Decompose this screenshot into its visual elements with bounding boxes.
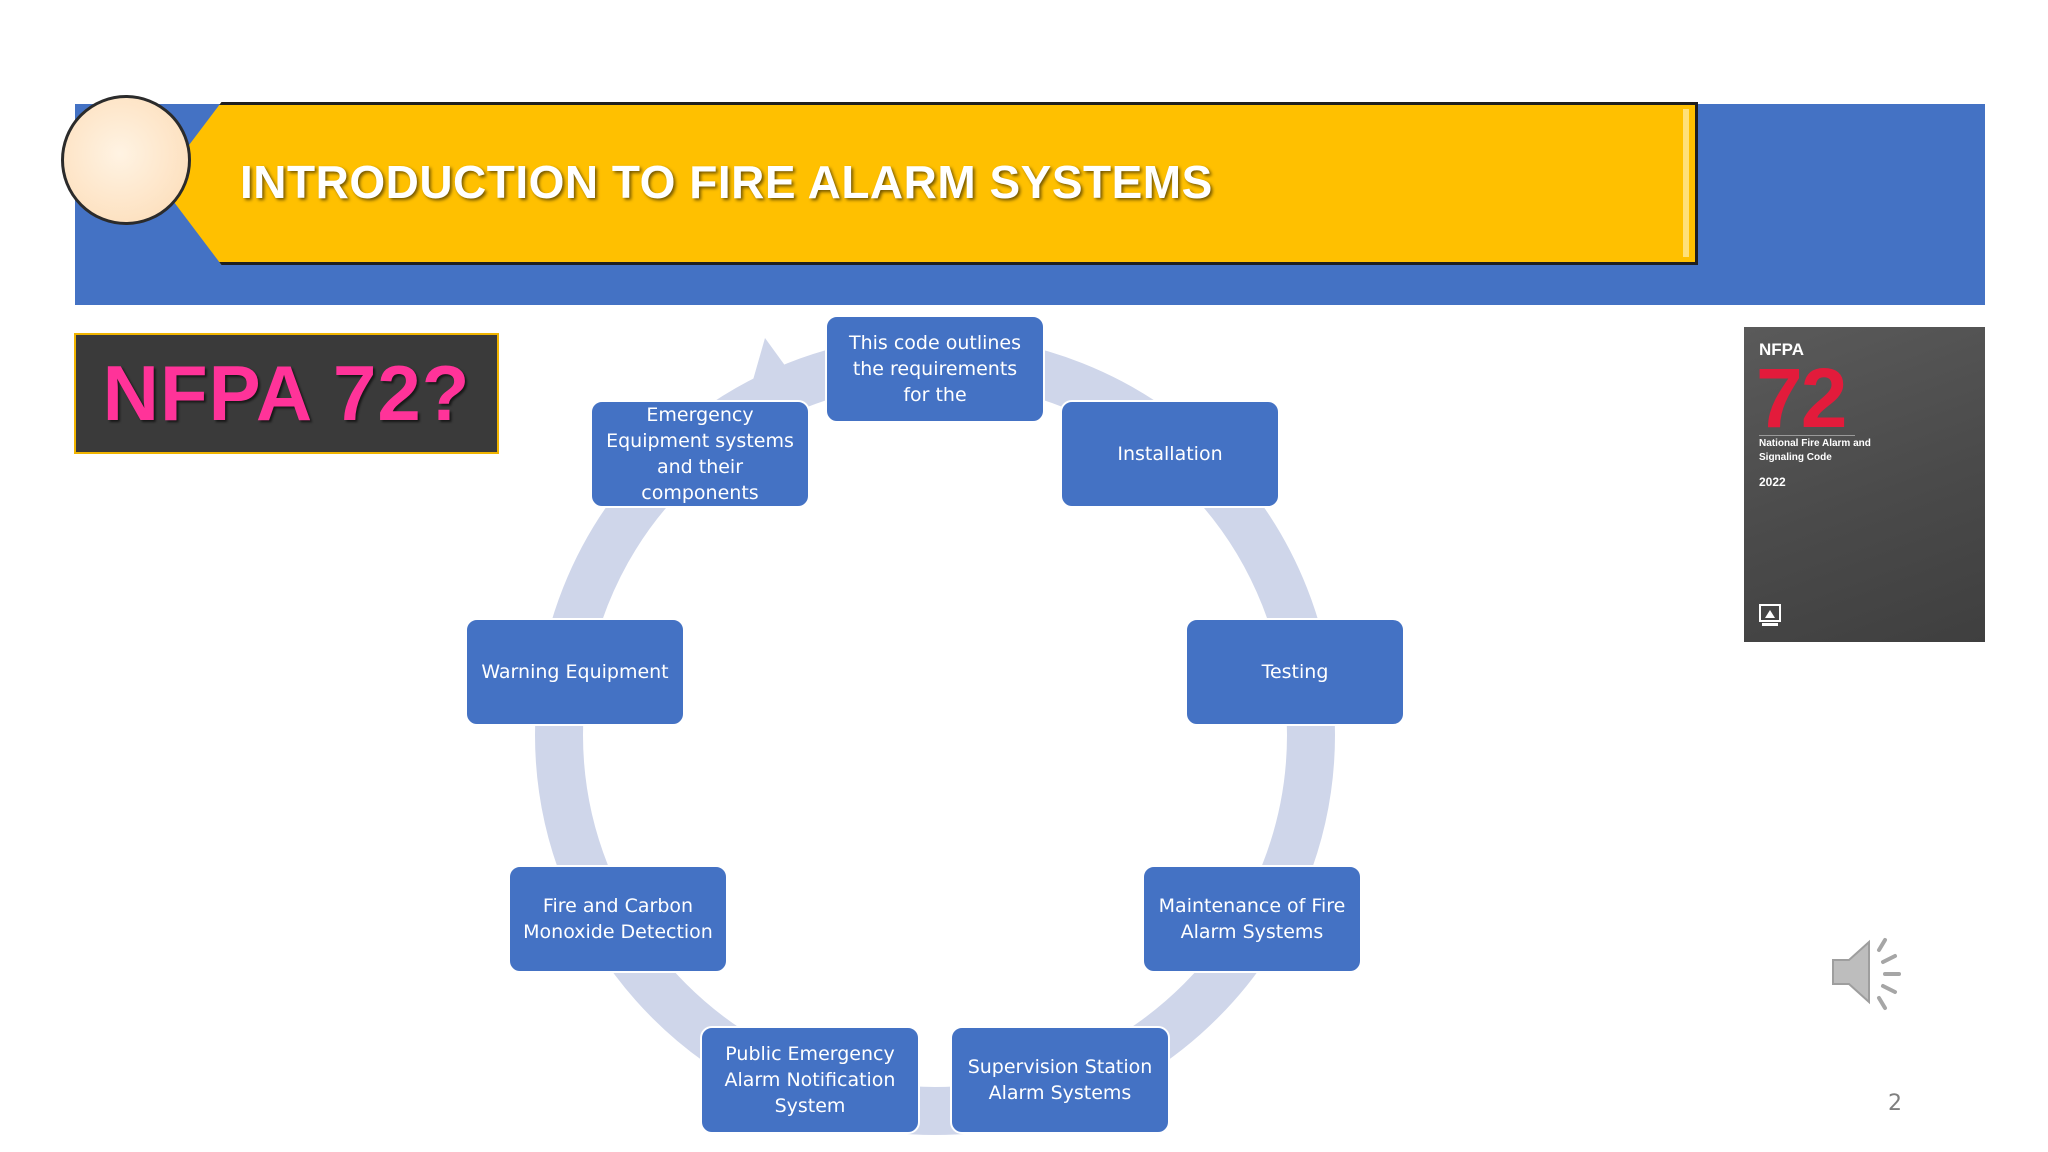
title-banner — [160, 102, 1698, 265]
cycle-node-fire-co-detection: Fire and Carbon Monoxide Detection — [508, 865, 728, 973]
slide-title: INTRODUCTION TO FIRE ALARM SYSTEMS — [240, 156, 1213, 208]
cycle-node-public-emergency: Public Emergency Alarm Notification Syst… — [700, 1026, 920, 1134]
nfpa-72-book-cover: NFPA 72 National Fire Alarm and Signalin… — [1744, 327, 1985, 642]
cycle-node-maintenance: Maintenance of Fire Alarm Systems — [1142, 865, 1362, 973]
cycle-arrow-head — [745, 338, 810, 408]
cycle-node-supervision: Supervision Station Alarm Systems — [950, 1026, 1170, 1134]
page-number: 2 — [1888, 1091, 1902, 1116]
book-divider — [1759, 435, 1855, 436]
book-number: 72 — [1756, 351, 1847, 445]
title-circle-ornament — [61, 95, 191, 225]
book-subtitle: National Fire Alarm and Signaling Code — [1759, 438, 1871, 463]
cycle-node-installation: Installation — [1060, 400, 1280, 508]
cycle-node-code-outline: This code outlines the requirements for … — [825, 315, 1045, 423]
title-banner-edge — [1683, 109, 1689, 257]
book-brand: NFPA — [1759, 340, 1805, 359]
book-year: 2022 — [1759, 475, 1786, 489]
nfpa-callout-label: NFPA 72? — [102, 349, 471, 437]
nfpa-callout-box: NFPA 72? — [74, 333, 499, 454]
nfpa-logo-icon — [1759, 604, 1781, 626]
cycle-node-emergency-equipment: Emergency Equipment systems and their co… — [590, 400, 810, 508]
cycle-node-testing: Testing — [1185, 618, 1405, 726]
cycle-node-warning-equipment: Warning Equipment — [465, 618, 685, 726]
speaker-icon[interactable] — [1829, 932, 1913, 1012]
